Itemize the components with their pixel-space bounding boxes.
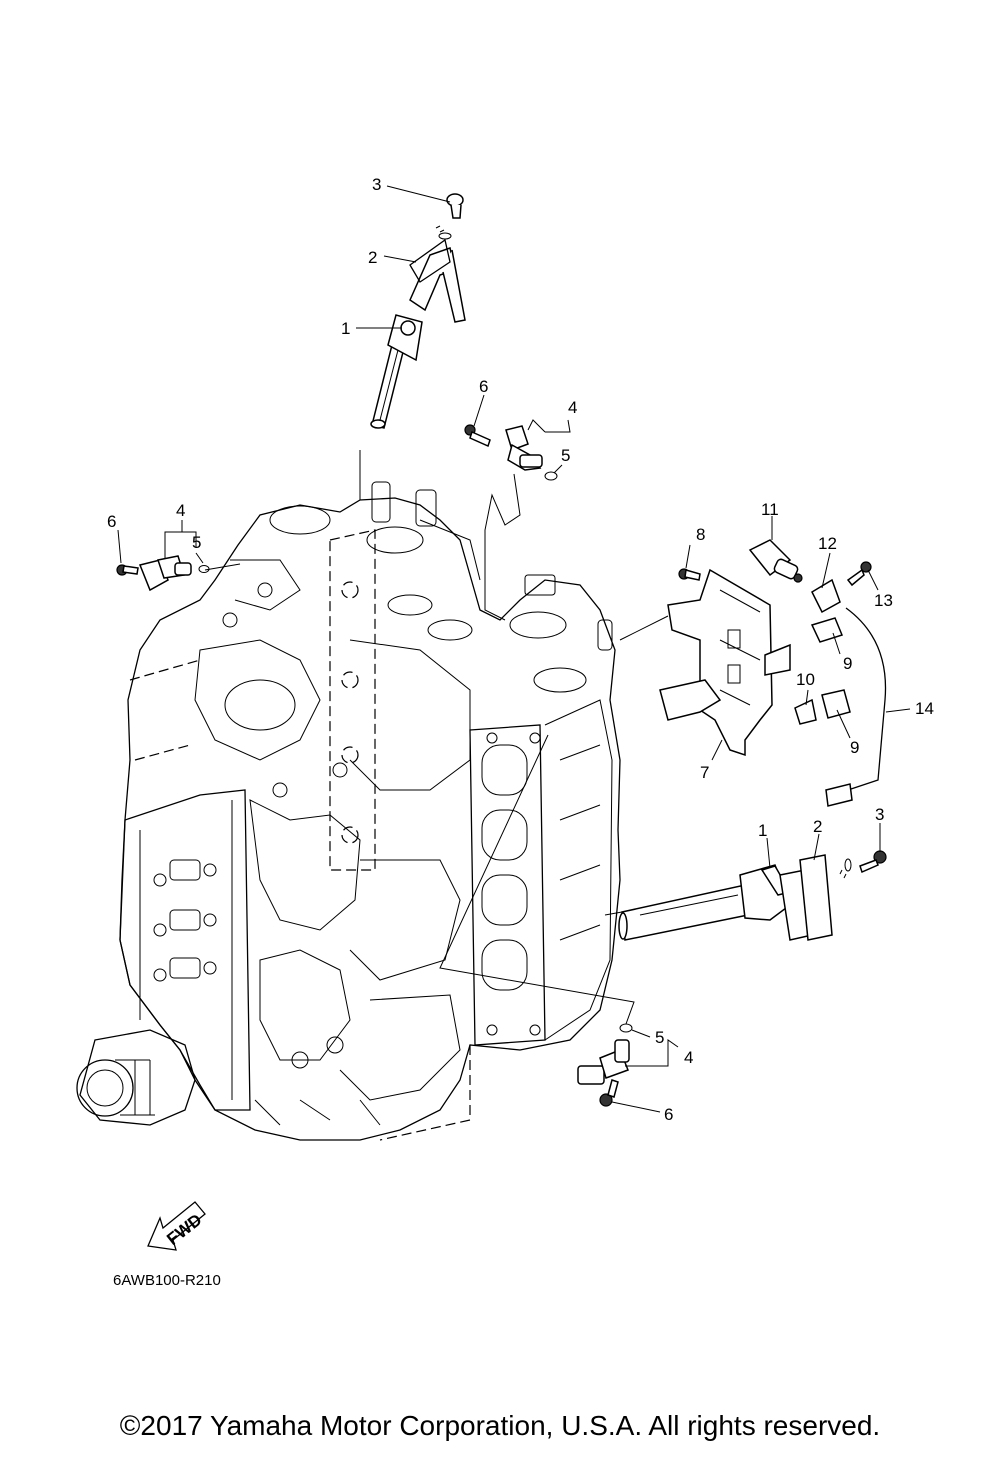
callout-2-top: 2 xyxy=(368,248,377,267)
callout-11: 11 xyxy=(761,500,779,519)
callout-4-mid: 4 xyxy=(568,398,577,417)
callout-13: 13 xyxy=(874,591,893,610)
callout-5-left: 5 xyxy=(192,533,201,552)
callout-6-mid: 6 xyxy=(479,377,488,396)
copyright-notice: ©2017 Yamaha Motor Corporation, U.S.A. A… xyxy=(119,1410,881,1441)
fwd-label: FWD xyxy=(163,1210,205,1249)
clip-10 xyxy=(794,698,817,725)
ignition-coil-top xyxy=(370,247,466,429)
ecu-bracket xyxy=(659,568,791,757)
pressure-sensor xyxy=(748,539,803,583)
fwd-arrow xyxy=(147,1201,206,1251)
callout-3-right: 3 xyxy=(875,805,884,824)
part-reference-code: 6AWB100-R210 xyxy=(113,1272,221,1289)
callout-14: 14 xyxy=(915,699,934,718)
clamp-12 xyxy=(811,578,841,614)
callout-9b: 9 xyxy=(850,738,859,757)
callout-labels: 3 2 1 6 4 5 6 4 5 8 11 12 13 9 10 9 7 14… xyxy=(107,175,934,1124)
ignition-coil-right xyxy=(618,864,813,941)
callout-12: 12 xyxy=(818,534,837,553)
callout-4-left: 4 xyxy=(176,501,185,520)
sensor-low xyxy=(577,1039,630,1085)
clip-9a xyxy=(810,617,844,643)
coil-bracket-right xyxy=(799,854,833,941)
starter-housing xyxy=(76,1029,196,1126)
sensor-mid xyxy=(505,425,543,471)
callout-10: 10 xyxy=(796,670,815,689)
coil-bracket-top xyxy=(409,238,451,283)
hose-14 xyxy=(829,607,887,797)
bolt-left xyxy=(116,564,139,576)
callout-1-right: 1 xyxy=(758,821,767,840)
bolt-low xyxy=(599,1079,619,1107)
leader-lines xyxy=(117,185,911,1113)
callout-5-low: 5 xyxy=(655,1028,664,1047)
callout-4-low: 4 xyxy=(684,1048,693,1067)
callout-6-left: 6 xyxy=(107,512,116,531)
bolt-8 xyxy=(678,568,701,581)
bolt-mid xyxy=(464,424,491,448)
engine-block xyxy=(76,481,621,1141)
callout-1-top: 1 xyxy=(341,319,350,338)
clip-9b xyxy=(821,689,851,719)
oring-low xyxy=(619,1023,633,1033)
callout-8: 8 xyxy=(696,525,705,544)
callout-7: 7 xyxy=(700,763,709,782)
screw-13 xyxy=(846,561,872,587)
callout-9a: 9 xyxy=(843,654,852,673)
callout-6-low: 6 xyxy=(664,1105,673,1124)
screw-top xyxy=(446,193,464,219)
screw-right xyxy=(859,850,887,874)
callout-2-right: 2 xyxy=(813,817,822,836)
washer-right xyxy=(839,858,852,879)
washer-top xyxy=(435,225,452,240)
callout-5-mid: 5 xyxy=(561,446,570,465)
sensor-left xyxy=(138,555,192,592)
oring-mid xyxy=(544,471,558,481)
oring-left xyxy=(198,565,210,573)
callout-3-top: 3 xyxy=(372,175,381,194)
